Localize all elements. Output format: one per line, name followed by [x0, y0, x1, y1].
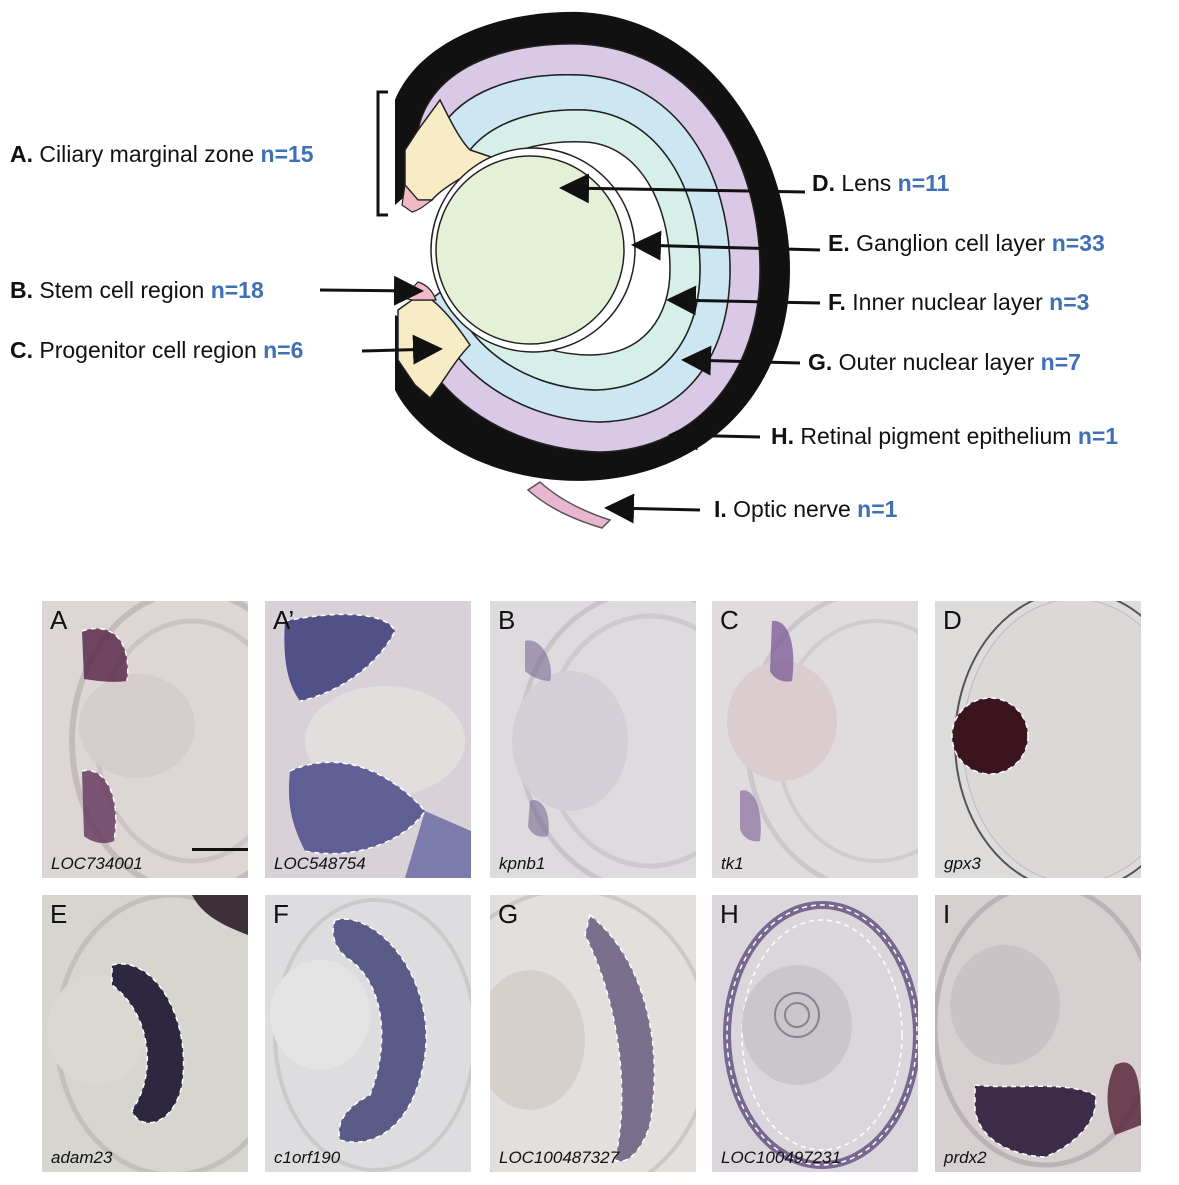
cmz-bracket	[378, 92, 388, 215]
gene-name: prdx2	[944, 1148, 987, 1168]
gene-name: kpnb1	[499, 854, 545, 874]
label-inner-nuclear-layer: F. Inner nuclear layer n=3	[828, 291, 1089, 314]
micrograph-panel-I: I prdx2	[935, 895, 1141, 1172]
panel-label: F	[273, 899, 289, 930]
arrow-progenitor	[362, 349, 437, 351]
lens-shape	[436, 156, 624, 344]
label-retinal-pigment-epithelium: H. Retinal pigment epithelium n=1	[771, 425, 1118, 448]
arrow-rpe	[674, 435, 760, 437]
arrow-optic-nerve	[610, 508, 700, 510]
label-progenitor-cell-region: C. Progenitor cell region n=6	[10, 339, 303, 362]
optic-nerve-shape	[528, 482, 610, 528]
gene-name: LOC548754	[274, 854, 366, 874]
micrograph-panel-H: H LOC100497231	[712, 895, 918, 1172]
panel-label: E	[50, 899, 67, 930]
gene-name: LOC734001	[51, 854, 143, 874]
label-outer-nuclear-layer: G. Outer nuclear layer n=7	[808, 351, 1081, 374]
micrograph-panel-G: G LOC100487327	[490, 895, 696, 1172]
scale-bar	[192, 848, 248, 851]
gene-name: gpx3	[944, 854, 981, 874]
gene-name: LOC100497231	[721, 1148, 841, 1168]
gene-name: c1orf190	[274, 1148, 340, 1168]
micrograph-panel-D: D gpx3	[935, 601, 1141, 878]
micrograph-panel-A-prime: A’ LOC548754	[265, 601, 471, 878]
label-ganglion-cell-layer: E. Ganglion cell layer n=33	[828, 232, 1105, 255]
panel-label: A’	[273, 605, 294, 636]
arrow-stem	[320, 290, 418, 291]
panel-label: A	[50, 605, 67, 636]
label-lens: D. Lens n=11	[812, 172, 949, 195]
panel-label: H	[720, 899, 739, 930]
label-ciliary-marginal-zone: A. Ciliary marginal zone n=15	[10, 143, 314, 166]
micrograph-panel-C: C tk1	[712, 601, 918, 878]
micrograph-panel-B: B kpnb1	[490, 601, 696, 878]
panel-label: I	[943, 899, 950, 930]
gene-name: tk1	[721, 854, 744, 874]
panel-label: C	[720, 605, 739, 636]
gene-name: adam23	[51, 1148, 112, 1168]
label-optic-nerve: I. Optic nerve n=1	[714, 498, 897, 521]
micrograph-panel-F: F c1orf190	[265, 895, 471, 1172]
label-stem-cell-region: B. Stem cell region n=18	[10, 279, 264, 302]
micrograph-panel-E: E adam23	[42, 895, 248, 1172]
panel-label: B	[498, 605, 515, 636]
micrograph-panel-A: A LOC734001	[42, 601, 248, 878]
panel-label: D	[943, 605, 962, 636]
panel-label: G	[498, 899, 518, 930]
gene-name: LOC100487327	[499, 1148, 619, 1168]
